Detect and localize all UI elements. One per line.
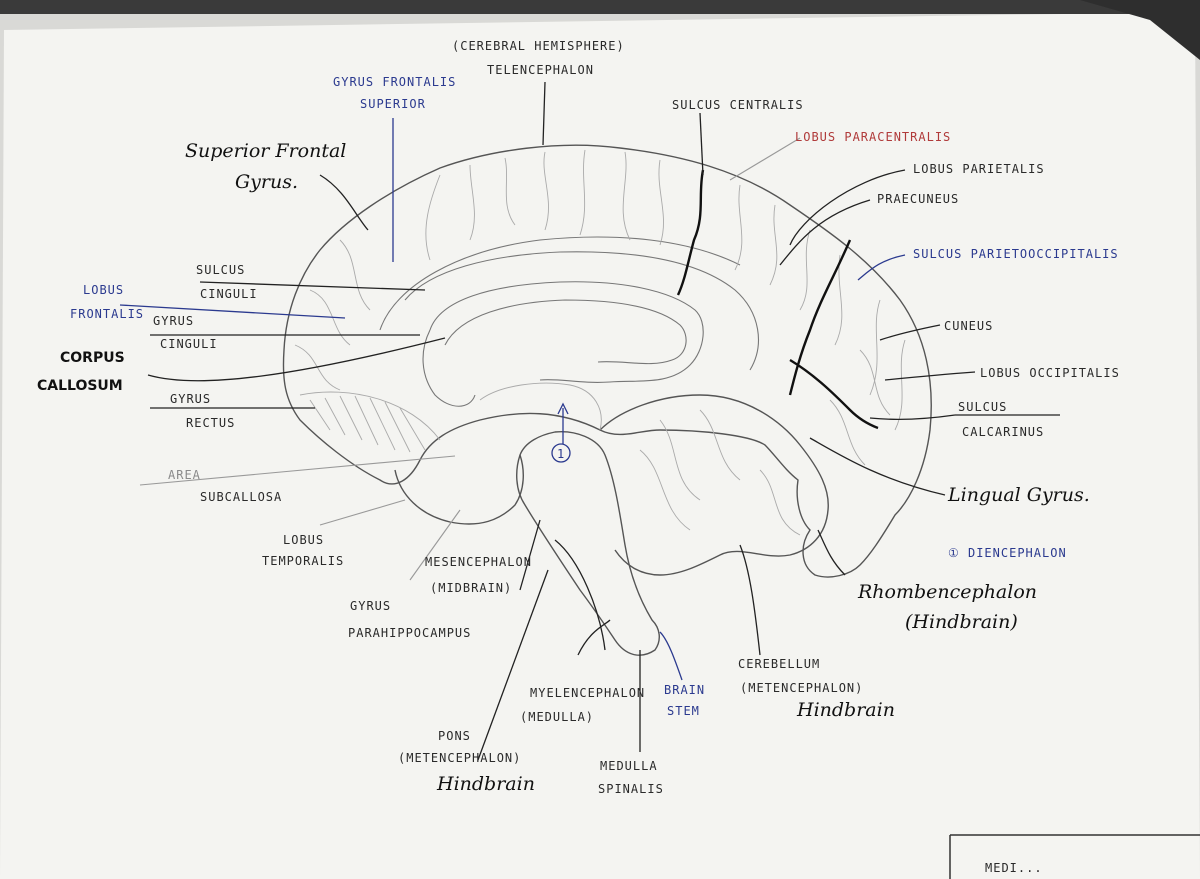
label-lobus-frontalis-2: FRONTALIS — [70, 307, 144, 321]
label-sulcus-centralis: SULCUS CENTRALIS — [672, 98, 804, 112]
diencephalon-outline — [479, 382, 602, 431]
sulcus-centralis-line — [676, 169, 705, 296]
label-mesencephalon-2: (MIDBRAIN) — [430, 581, 512, 595]
label-myelencephalon-2: (MEDULLA) — [520, 710, 594, 724]
label-area-subcallosa-2: SUBCALLOSA — [200, 490, 282, 504]
paper-background — [0, 12, 1200, 879]
cerebrum-outline — [282, 144, 932, 578]
label-gyrus-parahippocampus-1: GYRUS — [350, 599, 391, 613]
label-gyrus-parahippocampus-2: PARAHIPPOCAMPUS — [348, 626, 471, 640]
label-gyrus-frontalis-superior-2: SUPERIOR — [360, 97, 426, 111]
label-cerebellum-2: (METENCEPHALON) — [740, 681, 863, 695]
cingulate-gyrus-outline — [404, 251, 759, 371]
label-lobus-temporalis-2: TEMPORALIS — [262, 554, 344, 568]
label-telencephalon: TELENCEPHALON — [487, 63, 594, 77]
dark-top-edge — [0, 0, 1200, 14]
label-diencephalon-key: ① DIENCEPHALON — [948, 546, 1067, 560]
label-pons-3: Hindbrain — [436, 773, 535, 795]
label-sulcus-cinguli-2: CINGULI — [200, 287, 258, 301]
label-lobus-temporalis-1: LOBUS — [283, 533, 324, 547]
brainstem-outline — [516, 431, 660, 656]
corner-shadow — [1080, 0, 1200, 60]
label-gyrus-rectus-1: GYRUS — [170, 392, 211, 406]
corpus-callosum-outline — [429, 281, 704, 383]
label-rhombencephalon-1: Rhombencephalon — [857, 581, 1037, 603]
leader-lines — [119, 81, 1060, 761]
label-cerebellum-3: Hindbrain — [796, 699, 895, 721]
label-area-subcallosa-1: AREA — [168, 468, 201, 482]
label-mesencephalon-1: MESENCEPHALON — [425, 555, 532, 569]
label-sulcus-parietooccipitalis: SULCUS PARIETOOCCIPITALIS — [913, 247, 1119, 261]
label-myelencephalon-1: MYELENCEPHALON — [530, 686, 645, 700]
label-superior-frontal-gyrus-1: Superior Frontal — [185, 140, 346, 162]
label-gyrus-cinguli-2: CINGULI — [160, 337, 218, 351]
label-gyrus-cinguli-1: GYRUS — [153, 314, 194, 328]
label-corpus-callosum-2: CALLOSUM — [37, 378, 123, 394]
temporal-lobe-outline — [394, 454, 524, 525]
sulcus-parietooccipitalis-line — [788, 239, 852, 396]
label-sulcus-calcarinus-2: CALCARINUS — [962, 425, 1044, 439]
label-praecuneus: PRAECUNEUS — [877, 192, 959, 206]
label-gyrus-frontalis-superior-1: GYRUS FRONTALIS — [333, 75, 456, 89]
label-sulcus-calcarinus-1: SULCUS — [958, 400, 1007, 414]
label-pons-1: PONS — [438, 729, 471, 743]
label-brain-stem-2: STEM — [667, 704, 700, 718]
label-cerebral-hemisphere: (CEREBRAL HEMISPHERE) — [452, 39, 625, 53]
label-rhombencephalon-2: (Hindbrain) — [905, 611, 1018, 633]
label-lingual-gyrus: Lingual Gyrus. — [947, 484, 1090, 506]
label-medulla-spinalis-2: SPINALIS — [598, 782, 664, 796]
label-lobus-occipitalis: LOBUS OCCIPITALIS — [980, 366, 1120, 380]
label-cuneus: CUNEUS — [944, 319, 993, 333]
label-superior-frontal-gyrus-2: Gyrus. — [235, 171, 298, 193]
label-lobus-frontalis-1: LOBUS — [83, 283, 124, 297]
diencephalon-marker-number: 1 — [557, 447, 565, 461]
corner-tab-label: MEDI... — [985, 861, 1043, 875]
label-brain-stem-1: BRAIN — [664, 683, 705, 697]
label-cerebellum-1: CEREBELLUM — [738, 657, 820, 671]
label-medulla-spinalis-1: MEDULLA — [600, 759, 658, 773]
sulcus-calcarinus-line — [789, 358, 879, 430]
label-corpus-callosum-1: CORPUS — [60, 350, 125, 366]
label-lobus-paracentralis: LOBUS PARACENTRALIS — [795, 130, 951, 144]
label-lobus-parietalis: LOBUS PARIETALIS — [913, 162, 1045, 176]
label-pons-2: (METENCEPHALON) — [398, 751, 521, 765]
label-gyrus-rectus-2: RECTUS — [186, 416, 235, 430]
gyrus-rectus-hatch — [299, 391, 441, 453]
diencephalon-marker-circle — [551, 443, 571, 463]
gyri-pattern — [294, 149, 906, 536]
label-sulcus-cinguli-1: SULCUS — [196, 263, 245, 277]
cerebellum-outline — [599, 394, 829, 576]
